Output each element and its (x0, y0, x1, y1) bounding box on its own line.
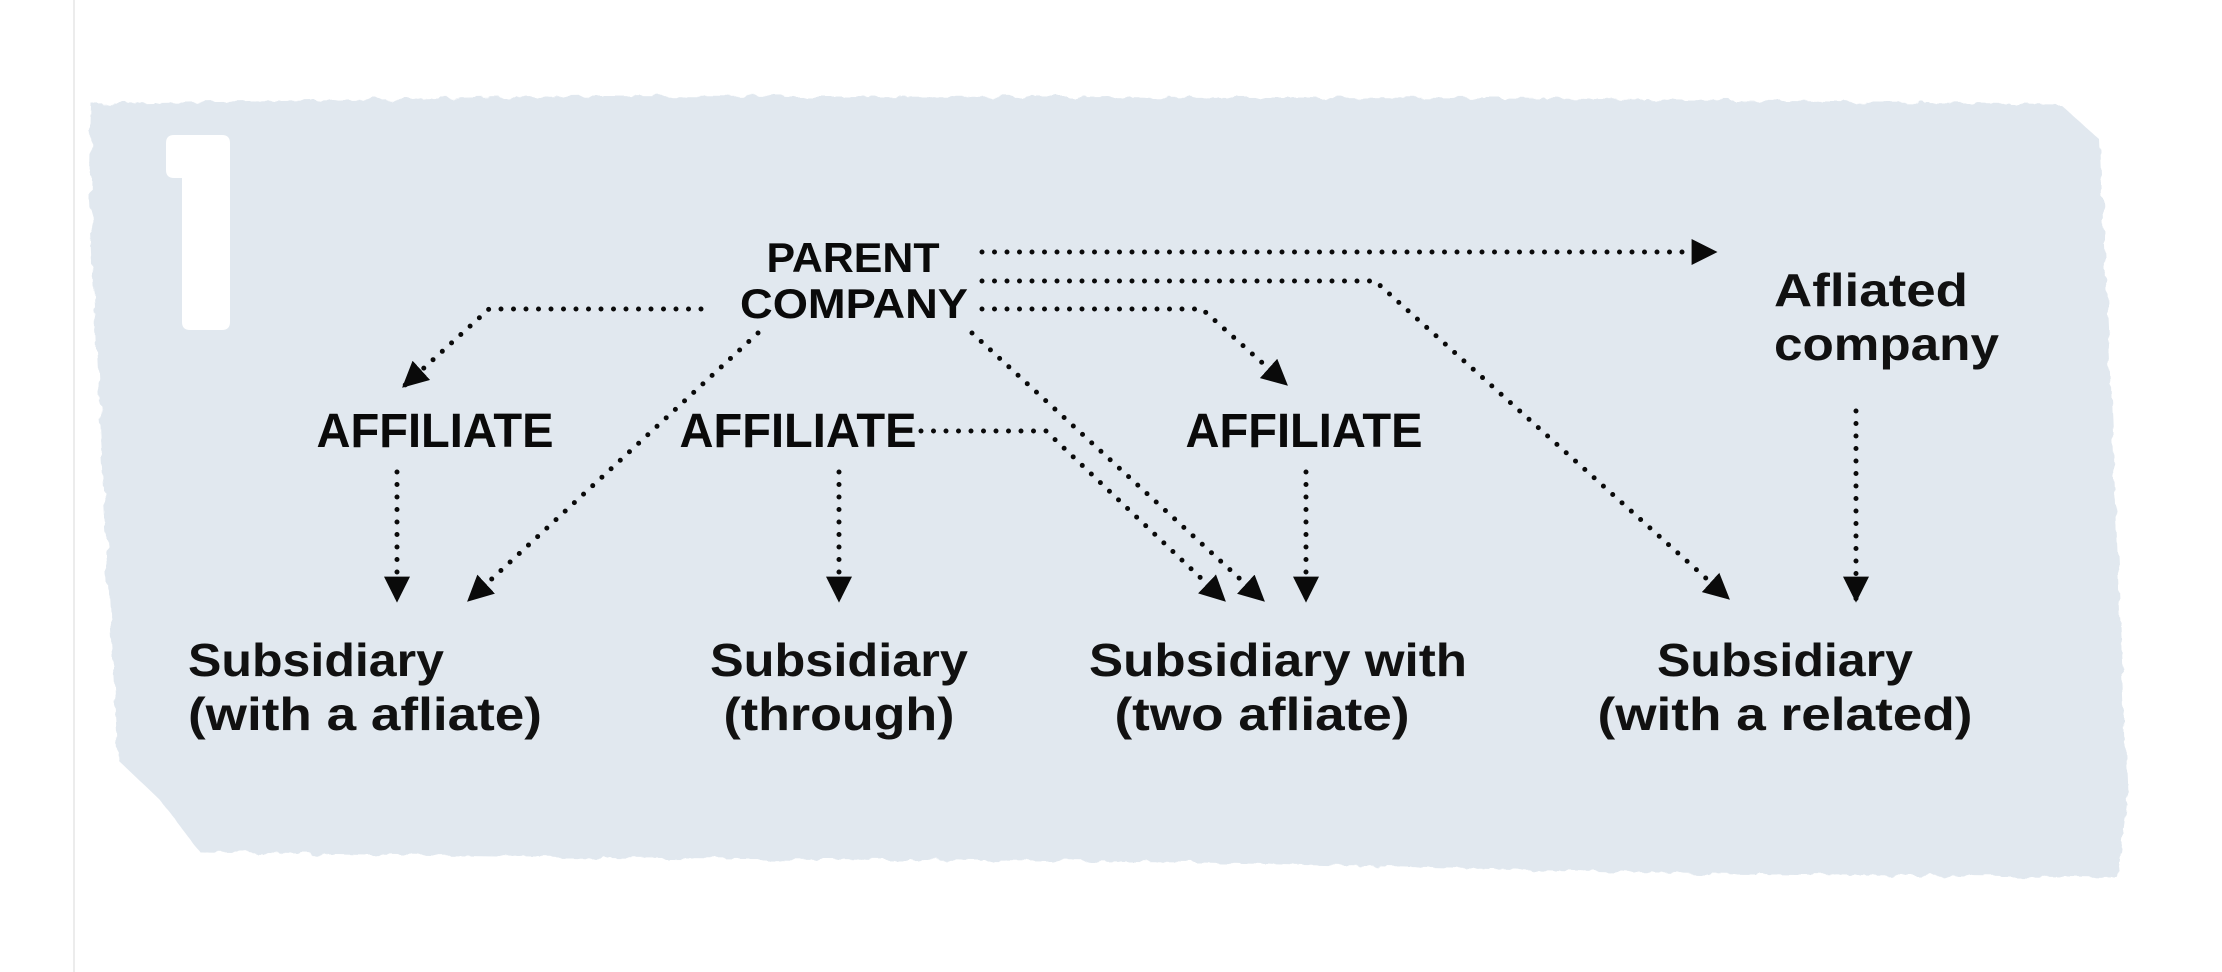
edge-affiliate-2-to-subsidiary-3 (918, 428, 1227, 603)
subsidiary-1-line1: Subsidiary (188, 634, 444, 686)
background-panel (90, 96, 2128, 878)
edge-parent-to-affiliate-1 (401, 306, 704, 389)
edges (384, 239, 1869, 603)
node-affiliated-company: Afliated company (1774, 264, 1999, 370)
node-parent-company: PARENT COMPANY (740, 234, 968, 327)
node-subsidiary-3: Subsidiary with (two afliate) (1089, 634, 1467, 740)
node-subsidiary-4: Subsidiary (with a related) (1598, 634, 1973, 740)
edge-parent-to-affiliate-3 (979, 306, 1289, 387)
parent-company-line2: COMPANY (740, 280, 968, 327)
subsidiary-4-line2: (with a related) (1598, 688, 1973, 740)
affiliated-company-line2: company (1774, 318, 1999, 370)
subsidiary-1-line2: (with a afliate) (188, 688, 542, 740)
subsidiary-3-line2: (two afliate) (1115, 688, 1410, 740)
subsidiary-2-line2: (through) (724, 688, 955, 740)
subsidiary-4-line1: Subsidiary (1657, 634, 1913, 686)
node-affiliate-1: AFFILIATE (317, 405, 554, 458)
parent-company-line1: PARENT (767, 234, 940, 281)
subsidiary-3-line1: Subsidiary with (1089, 634, 1467, 686)
node-subsidiary-1: Subsidiary (with a afliate) (188, 634, 542, 740)
step-number-numeral (166, 135, 230, 330)
affiliated-company-line1: Afliated (1774, 264, 1968, 316)
node-affiliate-3: AFFILIATE (1186, 405, 1423, 458)
node-subsidiary-2: Subsidiary (through) (710, 634, 968, 740)
node-affiliate-2: AFFILIATE (680, 405, 917, 458)
subsidiary-2-line1: Subsidiary (710, 634, 968, 686)
